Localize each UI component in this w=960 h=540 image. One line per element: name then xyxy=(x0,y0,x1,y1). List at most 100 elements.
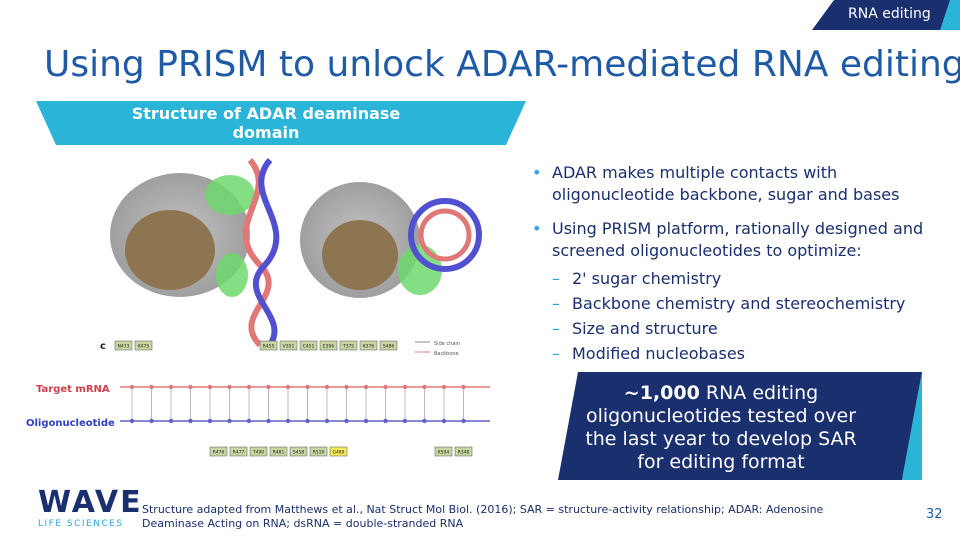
logo-wordmark: WAVE xyxy=(38,485,143,520)
stat-callout: ~1,000 RNA editing oligonucleotides test… xyxy=(558,372,922,480)
oligo-nucleotide xyxy=(227,418,232,424)
oligo-nucleotide xyxy=(266,418,271,424)
mrna-nucleotide xyxy=(129,384,135,390)
bullet-dot: • xyxy=(532,219,542,238)
mrna-nucleotide xyxy=(402,384,408,390)
residue-box xyxy=(249,446,268,457)
callout-text: ~1,000 RNA editing oligonucleotides test… xyxy=(576,382,866,474)
target-mrna-label: Target mRNA xyxy=(36,384,110,395)
mrna-nucleotide xyxy=(168,384,174,390)
residue-label: N473 xyxy=(118,344,130,350)
bullet-list: •ADAR makes multiple contacts with oligo… xyxy=(532,162,942,368)
mrna-nucleotide xyxy=(246,384,252,390)
residue-box xyxy=(329,446,348,457)
oligo-nucleotide xyxy=(383,418,388,424)
residue-label: C451 xyxy=(303,344,315,350)
residue-box xyxy=(134,340,153,351)
mrna-nucleotide xyxy=(266,384,271,390)
mrna-nucleotide xyxy=(188,384,193,390)
oligo-nucleotide xyxy=(246,418,252,424)
residue-box xyxy=(319,340,338,351)
oligo-nucleotide xyxy=(188,418,193,424)
callout-shape xyxy=(558,372,922,480)
mrna-nucleotide xyxy=(383,384,388,390)
residue-box xyxy=(454,446,473,457)
base-pair-ladder xyxy=(129,384,466,424)
company-logo: WAVE LIFE SCIENCES xyxy=(38,485,143,530)
dash-icon: – xyxy=(552,319,560,338)
residue-box xyxy=(289,446,308,457)
oligo-nucleotide xyxy=(363,418,369,424)
logo-subtitle: LIFE SCIENCES xyxy=(38,519,124,529)
bullet-dot: • xyxy=(532,163,542,182)
oligo-nucleotide xyxy=(305,418,310,424)
page-title: Using PRISM to unlock ADAR-mediated RNA … xyxy=(44,44,960,85)
residue-label: S486 xyxy=(383,344,395,350)
residue-box xyxy=(379,340,398,351)
mrna-nucleotide xyxy=(344,384,349,390)
sub-bullet-2: –Backbone chemistry and stereochemistry xyxy=(532,293,942,315)
residue-label: G489 xyxy=(332,450,344,456)
legend-side-chain: Side chain xyxy=(434,341,460,347)
banner-line-1: Structure of ADAR deaminase domain xyxy=(131,104,401,142)
sub-bullet-4: –Modified nucleobases xyxy=(532,343,942,365)
residue-box xyxy=(114,340,133,351)
residue-label: K475 xyxy=(138,344,150,350)
mrna-nucleotide xyxy=(422,384,427,390)
residue-label: R477 xyxy=(233,450,245,456)
mrna-nucleotide xyxy=(227,384,232,390)
residue-label: R510 xyxy=(313,450,325,456)
mrna-nucleotide xyxy=(461,384,466,390)
residue-box xyxy=(299,340,318,351)
callout-highlight: ~1,000 xyxy=(623,382,700,404)
residue-label: K594 xyxy=(438,450,450,456)
residue-box xyxy=(279,340,298,351)
residue-label: R481 xyxy=(273,450,285,456)
banner-text: Structure of ADAR deaminase domain bound… xyxy=(96,104,436,161)
top-residue-boxes: N473 K475 R455 V351 C451 E396 T375 K376 S486 xyxy=(114,340,398,351)
residue-label: T375 xyxy=(342,344,354,350)
residue-box xyxy=(309,446,328,457)
section-tag-shape xyxy=(812,0,960,30)
mrna-nucleotide xyxy=(305,384,310,390)
oligo-nucleotide xyxy=(461,418,466,424)
oligo-nucleotide xyxy=(441,418,447,424)
figure-banner: Structure of ADAR deaminase domain bound… xyxy=(36,101,526,161)
residue-box xyxy=(339,340,358,351)
residue-box xyxy=(259,340,278,351)
section-tag: RNA editing xyxy=(812,0,960,30)
residue-label: K376 xyxy=(363,344,375,350)
residue-label: R476 xyxy=(213,450,225,456)
residue-label: E396 xyxy=(323,344,335,350)
residue-box xyxy=(269,446,288,457)
oligo-nucleotide xyxy=(402,418,408,424)
sub-bullet-1: –2' sugar chemistry xyxy=(532,268,942,290)
oligonucleotide-label: Oligonucleotide xyxy=(26,418,115,429)
bullet-2: •Using PRISM platform, rationally design… xyxy=(532,218,942,262)
dash-icon: – xyxy=(552,269,560,288)
oligo-nucleotide xyxy=(207,418,213,424)
sub-bullet-3-text: Size and structure xyxy=(572,319,718,338)
dash-icon: – xyxy=(552,344,560,363)
mrna-nucleotide xyxy=(207,384,213,390)
oligo-nucleotide xyxy=(168,418,174,424)
mrna-nucleotide xyxy=(149,384,154,390)
residue-label: V351 xyxy=(283,344,295,350)
dash-icon: – xyxy=(552,294,560,313)
sub-bullet-2-text: Backbone chemistry and stereochemistry xyxy=(572,294,906,313)
banner-shape xyxy=(36,101,526,145)
residue-label: T490 xyxy=(252,450,264,456)
residue-box xyxy=(359,340,378,351)
oligo-nucleotide xyxy=(422,418,427,424)
bullet-1: •ADAR makes multiple contacts with oligo… xyxy=(532,162,942,206)
residue-label: R455 xyxy=(263,344,275,350)
banner-line-2: bound to dsRNA substrate xyxy=(147,142,385,161)
oligo-nucleotide xyxy=(129,418,135,424)
oligo-nucleotide xyxy=(344,418,349,424)
residue-box xyxy=(434,446,453,457)
footnote: Structure adapted from Matthews et al., … xyxy=(142,503,824,530)
oligo-nucleotide xyxy=(285,418,291,424)
